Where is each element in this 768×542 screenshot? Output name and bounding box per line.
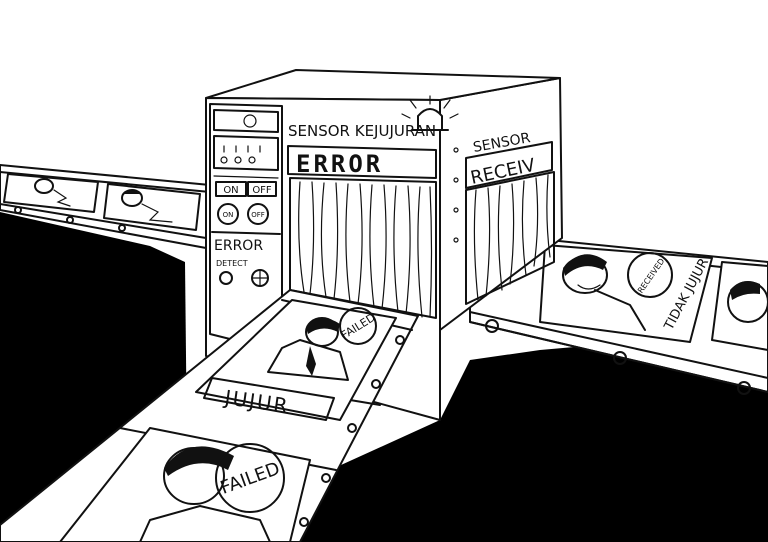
received-stamp-icon xyxy=(627,252,673,298)
error-label: ERROR xyxy=(214,238,263,254)
error-screen xyxy=(287,145,437,179)
right-curtain xyxy=(465,171,555,305)
left-conveyor xyxy=(0,164,211,249)
switch-off-button[interactable] xyxy=(247,181,277,197)
machine-title: SENSOR KEJUJURAN xyxy=(288,122,436,140)
detect-label: DETECT xyxy=(216,259,248,268)
knob-on-label: ON xyxy=(223,211,234,219)
receive-screen xyxy=(465,141,553,189)
switch-off-label: OFF xyxy=(252,185,272,196)
failed-stamp-icon-2 xyxy=(215,443,285,513)
shadow-right xyxy=(300,330,768,542)
front-card-2 xyxy=(59,427,311,542)
error-screen-text: ERROR xyxy=(296,150,383,178)
front-curtain xyxy=(289,177,437,319)
front-conveyor: FAILED JUJUR FAILED xyxy=(0,289,419,542)
switch-on-label: ON xyxy=(223,185,238,196)
knob-off-label: OFF xyxy=(251,211,265,219)
alarm-beacon-icon xyxy=(401,95,459,131)
switch-on-button[interactable] xyxy=(215,181,247,197)
failed-stamp-icon-1 xyxy=(339,307,377,345)
front-card-1 xyxy=(195,299,397,421)
knob-on-button[interactable] xyxy=(217,203,239,225)
knob-off-button[interactable] xyxy=(247,203,269,225)
